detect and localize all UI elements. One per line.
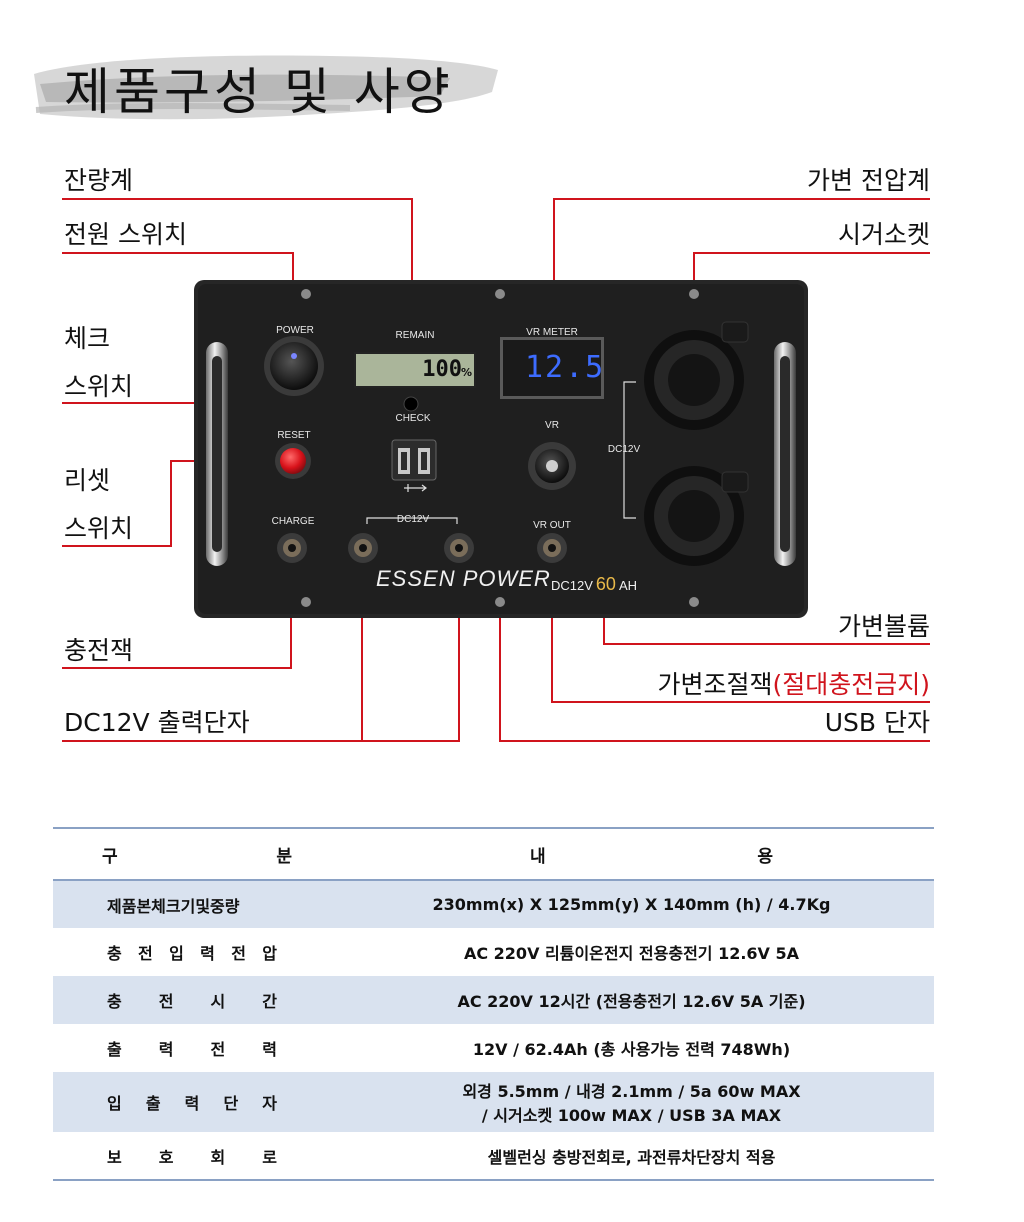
spec-row-key-text: 전	[138, 944, 153, 963]
page-title: 제품구성 및 사양	[64, 63, 454, 121]
spec-row: 출 력 전 력 12V / 62.4Ah (총 사용가능 전력 748Wh)	[53, 1024, 934, 1072]
label-charge-jack: 충전잭	[64, 636, 134, 665]
spec-row: 충 전 시 간 AC 220V 12시간 (전용충전기 12.6V 5A 기준)	[53, 976, 934, 1024]
spec-row-value-line: 셀벨런싱 충방전회로, 과전류차단장치 적용	[487, 1147, 776, 1167]
spec-row-key-text: 충	[107, 944, 122, 963]
spec-row: 입 출 력 단 자 외경 5.5mm / 내경 2.1mm / 5a 60w MAX / 시…	[53, 1072, 934, 1132]
panel-brand: ESSEN POWER	[376, 566, 551, 591]
panel-charge-label: CHARGE	[271, 516, 315, 527]
spec-header-value-char: 내	[530, 846, 546, 867]
spec-header-key-char: 분	[276, 846, 292, 867]
panel-dc12v-side-label: DC12V	[607, 444, 641, 455]
panel-power-label: POWER	[276, 325, 314, 336]
vr-meter-value: 12.5	[525, 350, 606, 385]
power-pack-panel	[194, 280, 808, 618]
spec-row-key-text: 력	[158, 1040, 174, 1059]
spec-row-key-text: 자	[262, 1094, 277, 1113]
remain-lcd-unit: %	[460, 366, 472, 379]
title-brush-stroke	[34, 55, 498, 120]
label-dc12v-output: DC12V 출력단자	[64, 708, 250, 737]
panel-remain-label: REMAIN	[395, 330, 435, 341]
label-check-switch-2: 스위치	[64, 372, 134, 401]
panel-vr-label: VR	[545, 420, 559, 431]
spec-row-key-text: 출	[145, 1094, 161, 1113]
spec-row-value-line: 230mm(x) X 125mm(y) X 140mm (h) / 4.7Kg	[432, 895, 831, 914]
panel-vr-meter-label: VR METER	[526, 327, 578, 338]
spec-row-key-text: 충	[107, 992, 122, 1011]
spec-row-value: AC 220V 리튬이온전지 전용충전기 12.6V 5A	[329, 928, 934, 976]
spec-row-key-text: 로	[262, 1147, 277, 1167]
label-vr-jack-warning: (절대충전금지)	[772, 670, 930, 699]
spec-row-key-text: 입	[107, 1094, 122, 1113]
cigar-socket-bottom	[644, 466, 749, 566]
label-vr-jack-text: 가변조절잭	[657, 670, 773, 699]
panel-spec-prefix: DC12V	[551, 578, 593, 593]
cigar-socket-top	[644, 321, 749, 430]
label-remain-meter: 잔량계	[64, 166, 134, 195]
panel-capacity: 60	[595, 574, 616, 594]
label-cigar-socket: 시거소켓	[837, 220, 930, 249]
spec-row-key-text: 입	[169, 944, 184, 963]
spec-row-key-text: 제품본체크기및중량	[107, 896, 240, 916]
spec-row-value-line: AC 220V 12시간 (전용충전기 12.6V 5A 기준)	[457, 992, 806, 1011]
spec-header-key-char: 구	[102, 846, 118, 867]
remain-lcd: 100 %	[354, 352, 476, 388]
spec-row-key-text: 회	[210, 1147, 226, 1167]
spec-row-key-text: 력	[262, 1040, 277, 1059]
label-vr-jack: 가변조절잭(절대충전금지)	[657, 670, 930, 700]
spec-row-key-text: 시	[210, 992, 226, 1011]
spec-row-key-text: 보	[107, 1147, 122, 1167]
label-reset-switch-1: 리셋	[64, 466, 111, 495]
vr-meter-display: 12.5	[500, 337, 604, 399]
spec-row-value-line: 12V / 62.4Ah (총 사용가능 전력 748Wh)	[472, 1040, 791, 1059]
label-power-switch: 전원 스위치	[64, 220, 187, 249]
spec-row-key-text: 출	[107, 1040, 122, 1059]
spec-row-value-line: 외경 5.5mm / 내경 2.1mm / 5a 60w MAX	[462, 1082, 801, 1101]
spec-row-key: 제품본체크기및중량	[53, 880, 329, 928]
spec-row-key-text: 단	[223, 1094, 239, 1113]
spec-header-value-char: 용	[757, 846, 773, 867]
panel-reset-label: RESET	[277, 430, 311, 441]
spec-row-value: 12V / 62.4Ah (총 사용가능 전력 748Wh)	[329, 1024, 934, 1072]
label-usb-port: USB 단자	[824, 708, 930, 737]
spec-row-value-line: / 시거소켓 100w MAX / USB 3A MAX	[481, 1106, 782, 1125]
label-vr-volume: 가변볼륨	[837, 612, 930, 641]
label-reset-switch-2: 스위치	[64, 514, 134, 543]
spec-row-value-line: AC 220V 리튬이온전지 전용충전기 12.6V 5A	[463, 944, 800, 963]
panel-screws	[301, 289, 699, 607]
panel-vr-out-label: VR OUT	[533, 520, 571, 531]
spec-row-key-text: 전	[210, 1040, 226, 1059]
label-vr-meter: 가변 전압계	[807, 166, 930, 195]
spec-row: 보 호 회 로 셀벨런싱 충방전회로, 과전류차단장치 적용	[53, 1132, 934, 1181]
remain-lcd-value: 100	[422, 357, 462, 382]
spec-row-key-text: 간	[262, 992, 277, 1011]
spec-row: 제품본체크기및중량 230mm(x) X 125mm(y) X 140mm (h)…	[53, 880, 934, 928]
spec-row-key-text: 전	[158, 992, 174, 1011]
label-check-switch-1: 체크	[64, 324, 111, 353]
spec-row-key-text: 호	[158, 1147, 174, 1167]
panel-check-label: CHECK	[395, 413, 431, 424]
spec-row-key-text: 압	[262, 944, 277, 963]
spec-row-value: 230mm(x) X 125mm(y) X 140mm (h) / 4.7Kg	[329, 880, 934, 928]
spec-row-value: AC 220V 12시간 (전용충전기 12.6V 5A 기준)	[329, 976, 934, 1024]
panel-spec-suffix: AH	[618, 578, 638, 593]
spec-row-key-text: 력	[200, 944, 215, 963]
panel-dc12v-out-label: DC12V	[396, 514, 430, 525]
spec-row-value: 셀벨런싱 충방전회로, 과전류차단장치 적용	[329, 1132, 934, 1181]
spec-row-key-text: 력	[184, 1094, 200, 1113]
spec-row-value: 외경 5.5mm / 내경 2.1mm / 5a 60w MAX / 시거소켓 1…	[329, 1072, 934, 1132]
spec-row-key-text: 전	[231, 944, 246, 963]
